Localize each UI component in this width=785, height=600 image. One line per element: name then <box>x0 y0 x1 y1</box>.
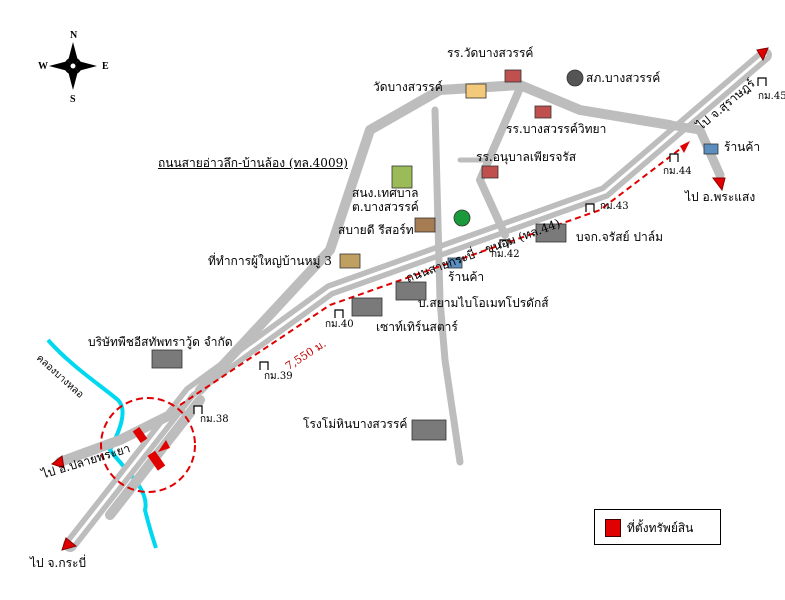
km-markers <box>193 77 767 414</box>
label-shop-center: ร้านค้า <box>448 270 485 284</box>
label-village-head: ที่ทำการผู้ใหญ่บ้านหมู่ 3 <box>208 254 332 268</box>
km-post-icon-38 <box>193 405 203 414</box>
building-icons <box>151 69 719 441</box>
factory-icon-palm <box>535 223 567 243</box>
factory-icon-siam <box>395 281 427 301</box>
resort-icon <box>414 217 436 233</box>
roads <box>55 48 772 552</box>
label-km44: กม.44 <box>663 166 692 177</box>
km-post-icon-42 <box>499 239 509 248</box>
compass-rose-icon <box>49 42 97 90</box>
compass-w-label: W <box>38 61 48 72</box>
label-factory-west: บริษัทพืชอีสทัพทราวู้ด จำกัด <box>88 335 233 349</box>
shop-icon-east <box>703 143 719 155</box>
village-office-icon <box>339 253 361 269</box>
school-icon <box>504 69 522 83</box>
legend-property-swatch <box>605 519 621 537</box>
route-dashed-line <box>179 142 689 406</box>
factory-icon-west <box>151 349 183 369</box>
compass-e-label: E <box>102 61 109 72</box>
label-km43: กม.43 <box>600 201 629 212</box>
police-icon <box>566 69 584 87</box>
label-secondary-road: ถนนสายอ่าวลึก-บ้านล้อง (ทล.4009) <box>158 156 348 170</box>
canal-river <box>46 338 158 549</box>
compass-s-label: S <box>70 94 76 105</box>
label-municipal: สนง.เทศบาล ต.บางสวรรค์ <box>352 186 419 214</box>
label-km40: กม.40 <box>325 319 354 330</box>
main-highway-inner <box>68 53 767 547</box>
road-center-south <box>431 106 464 466</box>
factory-icon-rubber <box>411 419 447 441</box>
factory-icon-southern <box>351 297 383 317</box>
property-marker-1 <box>132 426 148 444</box>
legend-property-label: ที่ตั้งทรัพย์สิน <box>627 521 694 535</box>
km-post-icon-39 <box>259 361 269 370</box>
road-east-link <box>665 120 725 180</box>
municipal-icon <box>391 165 413 189</box>
label-resort: สบายดี รีสอร์ท <box>338 223 414 237</box>
legend: ที่ตั้งทรัพย์สิน <box>594 509 721 545</box>
label-bangsawan-school: รร.บางสวรรค์วิทยา <box>506 122 607 136</box>
road-to-plaipraya <box>55 405 185 467</box>
label-police: สภ.บางสวรรค์ <box>586 71 661 85</box>
secondary-road-4009 <box>195 80 675 395</box>
temple-icon <box>465 83 487 99</box>
compass-n-label: N <box>70 30 78 41</box>
arrow-to-suratthani-icon <box>756 47 769 62</box>
label-to-phrasaeng: ไป อ.พระแสง <box>685 190 756 204</box>
direction-arrows <box>50 47 769 551</box>
label-km42: กม.42 <box>491 249 520 260</box>
property-area-circle <box>100 397 196 493</box>
label-rubber: โรงโม่หินบางสวรรค์ <box>303 417 408 431</box>
label-palm: บจก.จรัสย์ ปาล์ม <box>576 230 663 244</box>
km-post-icon-40 <box>334 309 344 318</box>
school-icon-2 <box>534 105 552 119</box>
label-southern-star: เซาท์เทิร์นสตาร์ <box>376 320 458 334</box>
label-wat-school: รร.วัดบางสวรรค์ <box>447 46 534 60</box>
km-post-icon-43 <box>585 203 595 212</box>
label-km45: กม.45 <box>758 91 785 102</box>
label-anuban-school: รร.อนุบาลเพียรจรัส <box>476 150 577 164</box>
label-km39: กม.39 <box>264 371 293 382</box>
label-km38: กม.38 <box>200 414 229 425</box>
school-icon-3 <box>481 165 499 179</box>
label-shop-east: ร้านค้า <box>724 140 761 154</box>
arrow-to-krabi-icon <box>61 537 78 551</box>
property-marker-2 <box>147 450 166 471</box>
arrow-to-phrasaeng-icon <box>712 177 726 192</box>
road-wat-south <box>476 84 524 239</box>
arrow-to-plaipraya-icon <box>50 455 65 469</box>
label-wat: วัดบางสวรรค์ <box>373 80 443 94</box>
route-arrowhead-east <box>680 141 690 153</box>
gas-station-icon <box>453 209 471 227</box>
route-arrowhead-west <box>158 440 170 452</box>
km-post-icon-44 <box>669 153 679 162</box>
shop-icon <box>447 257 463 269</box>
label-to-krabi: ไป จ.กระบี่ <box>30 556 87 570</box>
km-post-icon-45 <box>757 77 767 86</box>
label-siam-bio: บ.สยามไบโอเมทโปรดักส์ <box>418 296 549 310</box>
